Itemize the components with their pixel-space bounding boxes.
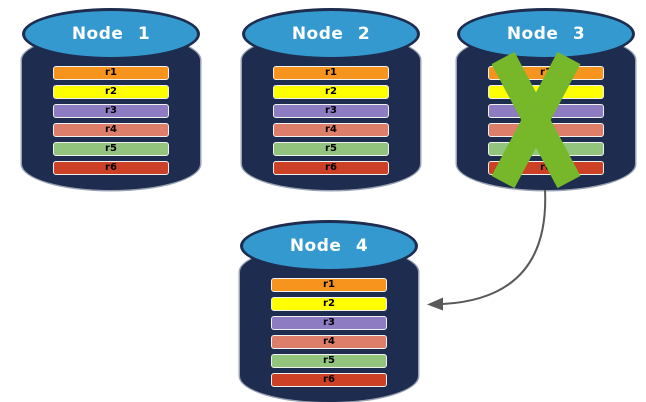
node-3-cylinder: Node 3 r1 r2 r3 r4 r5 r6 [457, 8, 635, 190]
node-4-rows: r1 r2 r3 r4 r5 r6 [271, 278, 387, 387]
node-2-row-r2: r2 [273, 85, 389, 99]
node-3-cylinder-top: Node 3 [457, 8, 635, 60]
node-2-cylinder-top: Node 2 [242, 8, 420, 60]
node-1-row-r1: r1 [53, 66, 169, 80]
node-1-cylinder-top: Node 1 [22, 8, 200, 60]
node-2-row-r5: r5 [273, 142, 389, 156]
node-1-label: Node 1 [71, 24, 151, 44]
node-2-label: Node 2 [291, 24, 371, 44]
node-4-row-r3: r3 [271, 316, 387, 330]
node-4-row-r2: r2 [271, 297, 387, 311]
node-4-cylinder: Node 4 r1 r2 r3 r4 r5 r6 [240, 220, 418, 402]
node-4-label: Node 4 [289, 236, 369, 256]
node-2-rows: r1 r2 r3 r4 r5 r6 [273, 66, 389, 175]
node-4-row-r4: r4 [271, 335, 387, 349]
node-4-row-r5: r5 [271, 354, 387, 368]
node-4-row-r6: r6 [271, 373, 387, 387]
node-4-row-r1: r1 [271, 278, 387, 292]
node-1-rows: r1 r2 r3 r4 r5 r6 [53, 66, 169, 175]
node-1-row-r6: r6 [53, 161, 169, 175]
node-1-row-r5: r5 [53, 142, 169, 156]
arrowhead-icon [427, 297, 443, 311]
node-1-row-r3: r3 [53, 104, 169, 118]
node-2-row-r1: r1 [273, 66, 389, 80]
node-2-cylinder: Node 2 r1 r2 r3 r4 r5 r6 [242, 8, 420, 190]
node-2-row-r4: r4 [273, 123, 389, 137]
node-1-row-r2: r2 [53, 85, 169, 99]
node-1-cylinder: Node 1 r1 r2 r3 r4 r5 r6 [22, 8, 200, 190]
failed-x-icon [491, 51, 581, 189]
node-2-row-r6: r6 [273, 161, 389, 175]
node-3-label: Node 3 [506, 24, 586, 44]
node-4-cylinder-top: Node 4 [240, 220, 418, 272]
node-1-row-r4: r4 [53, 123, 169, 137]
node-2-row-r3: r3 [273, 104, 389, 118]
